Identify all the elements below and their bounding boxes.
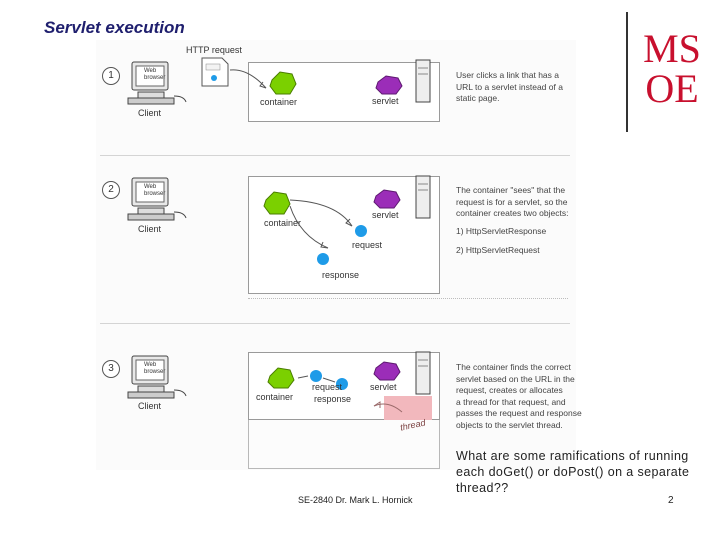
browser-label: Web browser <box>144 68 166 81</box>
server-tower-icon <box>415 175 431 219</box>
server-tower-icon <box>415 59 431 103</box>
client-computer-icon <box>127 355 187 399</box>
container-label: container <box>264 218 302 228</box>
step-3-panel-shadow <box>248 420 440 469</box>
note-line: The container finds the correct <box>456 362 571 372</box>
response-label: response <box>314 394 352 404</box>
step-separator <box>100 155 570 156</box>
step-1-note: User clicks a link that has a URL to a s… <box>456 70 563 105</box>
servlet-label: servlet <box>372 210 399 220</box>
thread-arrow <box>373 401 403 413</box>
container-icon <box>267 367 295 389</box>
client-computer-icon <box>127 61 187 105</box>
client-label: Client <box>138 401 162 411</box>
request-arrow <box>229 69 267 89</box>
request-object-icon <box>355 225 367 237</box>
note-line: URL to a servlet instead of a <box>456 81 563 92</box>
note-line: passes the request and response <box>456 408 582 418</box>
servlet-icon <box>373 189 401 209</box>
dotted-guide <box>248 298 568 299</box>
servlet-icon <box>373 361 401 381</box>
client-label: Client <box>138 224 162 234</box>
servlet-label: servlet <box>372 96 399 106</box>
browser-label: Web browser <box>144 184 166 197</box>
note-line: request is for a servlet, so the <box>456 196 568 207</box>
response-label: response <box>322 270 360 280</box>
note-line: objects to the servlet thread. <box>456 419 563 430</box>
step-3-number: 3 <box>102 360 120 378</box>
discussion-question: What are some ramifications of running e… <box>456 449 690 495</box>
client-computer-icon <box>127 177 187 221</box>
note-line: a thread for that request, and <box>456 396 566 407</box>
servlet-label: servlet <box>370 382 397 392</box>
http-request-label: HTTP request <box>186 45 242 55</box>
container-label: container <box>260 97 298 107</box>
response-object-icon <box>317 253 329 265</box>
page-number: 2 <box>668 495 674 506</box>
logo-divider <box>626 12 628 132</box>
step-1-number: 1 <box>102 67 120 85</box>
container-icon <box>269 71 297 95</box>
note-list-item: 1) HttpServletResponse <box>456 225 547 236</box>
request-label: request <box>352 240 383 250</box>
svg-text:OE: OE <box>645 66 698 108</box>
step-2-note: The container "sees" that the request is… <box>456 185 568 257</box>
note-line: The container "sees" that the <box>456 185 566 195</box>
server-tower-icon <box>415 351 431 395</box>
step-2-panel <box>248 176 440 294</box>
request-label: request <box>312 382 343 392</box>
slide-title: Servlet execution <box>44 18 185 37</box>
browser-label: Web browser <box>144 362 166 375</box>
note-line: static page. <box>456 93 500 103</box>
footer-text: SE-2840 Dr. Mark L. Hornick <box>298 495 413 505</box>
note-line: servlet based on the URL in the <box>456 373 575 384</box>
step-2-number: 2 <box>102 181 120 199</box>
client-label: Client <box>138 108 162 118</box>
request-response-objects <box>297 370 348 390</box>
note-line: User clicks a link that has a <box>456 70 559 80</box>
msoe-logo: MS OE <box>632 26 712 108</box>
note-line: request, creates or allocates <box>456 385 563 395</box>
svg-text:MS: MS <box>643 26 701 71</box>
http-request-icon <box>201 57 229 87</box>
create-objects-arrows <box>289 199 353 249</box>
container-label: container <box>256 392 294 402</box>
note-list-item: 2) HttpServletRequest <box>456 245 540 255</box>
step-3-note: The container finds the correct servlet … <box>456 362 582 431</box>
servlet-icon <box>375 75 403 95</box>
container-icon <box>263 191 291 215</box>
step-separator <box>100 323 570 324</box>
note-line: container creates two objects: <box>456 208 569 218</box>
